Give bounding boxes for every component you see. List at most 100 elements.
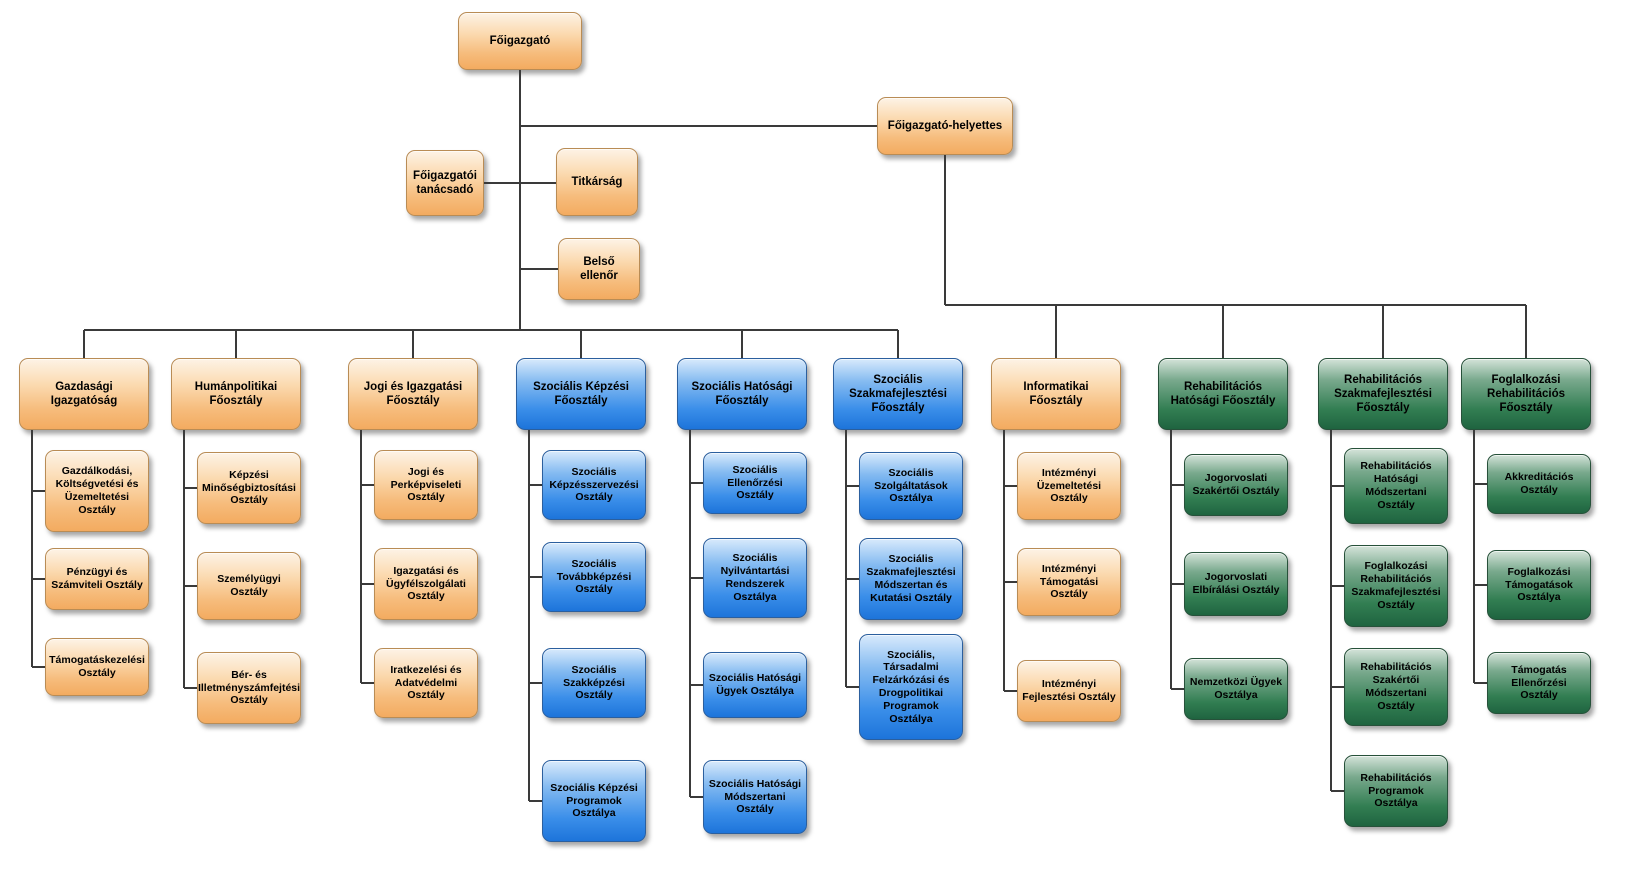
connector-line — [484, 182, 556, 184]
node-informatikai-foosztaly-header: Informatikai Főosztály — [991, 358, 1121, 430]
connector-line — [183, 430, 185, 688]
connector-line — [84, 329, 898, 331]
node-rehabilitacios-szakmafejlesztesi-foosztaly-child-2: Rehabilitációs Szakértői Módszertani Osz… — [1344, 648, 1448, 726]
connector-line — [1474, 584, 1487, 586]
node-rehabilitacios-hatosagi-foosztaly-child-2: Nemzetközi Ügyek Osztálya — [1184, 658, 1288, 720]
node-advisor: Főigazgatói tanácsadó — [406, 150, 484, 216]
node-gazdasagi-igazgatosag-child-2: Támogatáskezelési Osztály — [45, 638, 149, 696]
node-foglalkozasi-rehabilitacios-foosztaly-child-0: Akkreditációs Osztály — [1487, 454, 1591, 514]
connector-line — [184, 585, 197, 587]
connector-line — [1474, 483, 1487, 485]
connector-line — [360, 430, 362, 683]
node-rehabilitacios-szakmafejlesztesi-foosztaly-child-0: Rehabilitációs Hatósági Módszertani Oszt… — [1344, 448, 1448, 524]
node-jogi-es-igazgatasi-foosztaly-child-1: Igazgatási és Ügyfélszolgálati Osztály — [374, 548, 478, 620]
node-szocialis-szakmafejlesztesi-foosztaly-header: Szociális Szakmafejlesztési Főosztály — [833, 358, 963, 430]
connector-line — [361, 682, 374, 684]
connector-line — [235, 330, 237, 358]
node-szocialis-szakmafejlesztesi-foosztaly-child-1: Szociális Szakmafejlesztési Módszertan é… — [859, 538, 963, 620]
connector-line — [1331, 686, 1344, 688]
node-humanpolitikai-foosztaly-child-2: Bér- és Illetményszámfejtési Osztály — [197, 652, 301, 724]
connector-line — [32, 666, 45, 668]
connector-line — [690, 684, 703, 686]
connector-line — [1382, 305, 1384, 358]
connector-line — [897, 330, 899, 358]
connector-line — [1330, 430, 1332, 791]
node-humanpolitikai-foosztaly-header: Humánpolitikai Főosztály — [171, 358, 301, 430]
connector-line — [1004, 581, 1017, 583]
node-gazdasagi-igazgatosag-child-0: Gazdálkodási, Költségvetési és Üzemeltet… — [45, 450, 149, 532]
node-szocialis-szakmafejlesztesi-foosztaly-child-2: Szociális, Társadalmi Felzárkózási és Dr… — [859, 634, 963, 740]
node-gazdasagi-igazgatosag-child-1: Pénzügyi és Számviteli Osztály — [45, 548, 149, 610]
node-szocialis-kepzesi-foosztaly-child-2: Szociális Szakképzési Osztály — [542, 648, 646, 718]
connector-line — [32, 490, 45, 492]
node-szocialis-kepzesi-foosztaly-child-3: Szociális Képzési Programok Osztálya — [542, 760, 646, 842]
connector-line — [741, 330, 743, 358]
node-humanpolitikai-foosztaly-child-0: Képzési Minőségbiztosítási Osztály — [197, 452, 301, 524]
connector-line — [846, 578, 859, 580]
node-secretariat: Titkárság — [556, 148, 638, 216]
connector-line — [529, 484, 542, 486]
node-rehabilitacios-hatosagi-foosztaly-child-0: Jogorvoslati Szakértői Osztály — [1184, 454, 1288, 516]
node-szocialis-kepzesi-foosztaly-child-1: Szociális Továbbképzési Osztály — [542, 542, 646, 612]
node-szocialis-hatosagi-foosztaly-child-1: Szociális Nyilvántartási Rendszerek Oszt… — [703, 538, 807, 618]
connector-line — [845, 430, 847, 687]
node-jogi-es-igazgatasi-foosztaly-header: Jogi és Igazgatási Főosztály — [348, 358, 478, 430]
connector-line — [1004, 690, 1017, 692]
node-rehabilitacios-szakmafejlesztesi-foosztaly-header: Rehabilitációs Szakmafejlesztési Főosztá… — [1318, 358, 1448, 430]
node-informatikai-foosztaly-child-2: Intézményi Fejlesztési Osztály — [1017, 660, 1121, 722]
connector-line — [1331, 585, 1344, 587]
connector-line — [690, 577, 703, 579]
node-jogi-es-igazgatasi-foosztaly-child-2: Iratkezelési és Adatvédelmi Osztály — [374, 648, 478, 718]
node-informatikai-foosztaly-child-1: Intézményi Támogatási Osztály — [1017, 548, 1121, 616]
node-rehabilitacios-szakmafejlesztesi-foosztaly-child-3: Rehabilitációs Programok Osztálya — [1344, 755, 1448, 827]
node-szocialis-hatosagi-foosztaly-child-3: Szociális Hatósági Módszertani Osztály — [703, 760, 807, 834]
node-szocialis-hatosagi-foosztaly-child-2: Szociális Hatósági Ügyek Osztálya — [703, 652, 807, 718]
node-szocialis-kepzesi-foosztaly-header: Szociális Képzési Főosztály — [516, 358, 646, 430]
connector-line — [690, 482, 703, 484]
connector-line — [528, 430, 530, 801]
connector-line — [1171, 484, 1184, 486]
connector-line — [184, 687, 197, 689]
connector-line — [519, 70, 521, 330]
connector-line — [520, 125, 877, 127]
connector-line — [529, 576, 542, 578]
connector-line — [846, 485, 859, 487]
connector-line — [1474, 682, 1487, 684]
connector-line — [412, 330, 414, 358]
connector-line — [361, 484, 374, 486]
node-szocialis-hatosagi-foosztaly-header: Szociális Hatósági Főosztály — [677, 358, 807, 430]
node-director: Főigazgató — [458, 12, 582, 70]
connector-line — [846, 686, 859, 688]
connector-line — [1170, 430, 1172, 689]
connector-line — [520, 268, 558, 270]
connector-line — [690, 796, 703, 798]
connector-line — [1055, 305, 1057, 358]
connector-line — [1331, 790, 1344, 792]
node-foglalkozasi-rehabilitacios-foosztaly-child-2: Támogatás Ellenőrzési Osztály — [1487, 652, 1591, 714]
connector-line — [1222, 305, 1224, 358]
connector-line — [529, 800, 542, 802]
connector-line — [689, 430, 691, 797]
connector-line — [32, 578, 45, 580]
connector-line — [529, 682, 542, 684]
node-rehabilitacios-hatosagi-foosztaly-header: Rehabilitációs Hatósági Főosztály — [1158, 358, 1288, 430]
node-deputy-director: Főigazgató-helyettes — [877, 97, 1013, 155]
node-jogi-es-igazgatasi-foosztaly-child-0: Jogi és Perképviseleti Osztály — [374, 450, 478, 520]
node-internal-auditor: Belső ellenőr — [558, 238, 640, 300]
node-gazdasagi-igazgatosag-header: Gazdasági Igazgatóság — [19, 358, 149, 430]
connector-line — [31, 430, 33, 667]
connector-line — [1473, 430, 1475, 683]
connector-line — [184, 487, 197, 489]
node-rehabilitacios-szakmafejlesztesi-foosztaly-child-1: Foglalkozási Rehabilitációs Szakmafejles… — [1344, 545, 1448, 627]
node-szocialis-szakmafejlesztesi-foosztaly-child-0: Szociális Szolgáltatások Osztálya — [859, 452, 963, 520]
connector-line — [361, 583, 374, 585]
connector-line — [580, 330, 582, 358]
connector-line — [1004, 485, 1017, 487]
connector-line — [1003, 430, 1005, 691]
node-rehabilitacios-hatosagi-foosztaly-child-1: Jogorvoslati Elbírálási Osztály — [1184, 552, 1288, 616]
connector-line — [1171, 688, 1184, 690]
node-foglalkozasi-rehabilitacios-foosztaly-header: Foglalkozási Rehabilitációs Főosztály — [1461, 358, 1591, 430]
connector-line — [944, 155, 946, 305]
connector-line — [1331, 485, 1344, 487]
node-foglalkozasi-rehabilitacios-foosztaly-child-1: Foglalkozási Támogatások Osztálya — [1487, 550, 1591, 620]
